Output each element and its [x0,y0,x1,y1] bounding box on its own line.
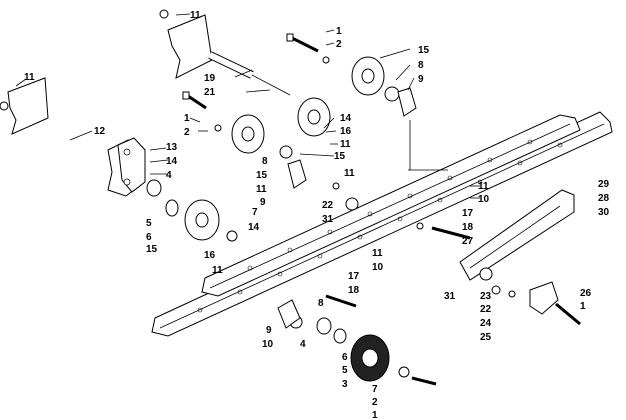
callout: 27 [462,236,474,247]
spacer-8-mid [279,145,293,159]
callout: 5 [342,365,348,376]
callout: 22 [322,200,334,211]
callout: 17 [462,208,474,219]
callout: 11 [190,10,201,21]
frame-bracket-top [167,14,213,79]
callout: 1 [336,26,342,37]
callout: 5 [146,218,152,229]
bearing-6-left [165,199,179,217]
bolt-1-top [286,33,319,53]
bolt-17-upper [431,226,471,240]
callout: 6 [342,352,348,363]
spacer-8-top [384,86,400,102]
callout: 19 [204,73,216,84]
callout: 9 [418,74,424,85]
callout: 11 [478,181,489,192]
callout: 11 [212,265,223,276]
callout: 15 [418,45,430,56]
bolt-17-lower [325,294,357,308]
callout: 11 [340,139,351,150]
callout: 1 [372,410,378,420]
callout: 28 [598,193,610,204]
bracket-9-mid [287,159,307,189]
callout: 7 [372,384,378,395]
callout: 14 [340,113,352,124]
bolt-1-right [555,302,581,326]
callout: 16 [340,126,352,137]
callout: 11 [344,168,355,179]
callout: 2 [336,39,342,50]
callout: 9 [260,197,266,208]
callout: 14 [166,156,178,167]
bolt-1-bottom [411,376,437,386]
callout: 18 [462,222,474,233]
callout: 11 [256,184,267,195]
callout: 13 [166,142,178,153]
idler-wheel-center [297,97,331,137]
callout: 8 [418,60,424,71]
callout: 3 [342,379,348,390]
callout: 26 [580,288,592,299]
washers [0,9,516,378]
callout: 14 [248,222,260,233]
idler-wheel-bottom [350,334,390,382]
callout: 15 [256,170,268,181]
callout: 7 [252,207,258,218]
callout: 2 [184,127,190,138]
callout: 24 [480,318,492,329]
bracket-9-low [277,299,301,329]
bracket-9-top [397,87,417,117]
frame-bracket-left [7,77,49,135]
callout: 31 [322,214,334,225]
idler-wheel-top [351,56,385,96]
bearing-4-low [316,317,332,335]
bearing-6-low [333,328,347,344]
callout: 11 [372,248,383,259]
callout: 31 [444,291,456,302]
front-arm-13 [107,137,146,197]
rear-arm-27 [459,189,575,281]
callout: 30 [598,207,610,218]
callout: 9 [266,325,272,336]
callout-labels: 11 1 2 15 8 9 19 21 11 12 1 2 14 16 11 1… [24,10,610,420]
bolt-1-mid [182,91,207,110]
callout: 17 [348,271,360,282]
callout: 1 [184,113,190,124]
cross-shaft-12 [39,126,111,168]
leader-lines [15,13,480,199]
callout: 15 [334,151,346,162]
callout: 10 [262,339,274,350]
callout: 6 [146,232,152,243]
callout: 8 [318,298,324,309]
callout: 23 [480,291,492,302]
callout: 4 [300,339,306,350]
callout: 22 [480,304,492,315]
callout: 10 [478,194,490,205]
callout: 1 [580,301,586,312]
idler-wheel-lower-left [184,199,220,241]
callout: 12 [94,126,106,137]
right-slide-rail [201,114,581,297]
callout: 21 [204,87,216,98]
callout: 25 [480,332,492,343]
callout: 4 [166,170,172,181]
callout: 2 [372,397,378,408]
bearing-4-left [146,179,162,197]
cross-shaft-19 [208,51,291,96]
callout: 8 [262,156,268,167]
callout: 11 [24,72,35,83]
callout: 29 [598,179,610,190]
idler-wheel-left [231,114,265,154]
callout: 16 [204,250,216,261]
callout: 15 [146,244,158,255]
callout: 18 [348,285,360,296]
pivot-block-26 [529,281,559,315]
callout: 10 [372,262,384,273]
